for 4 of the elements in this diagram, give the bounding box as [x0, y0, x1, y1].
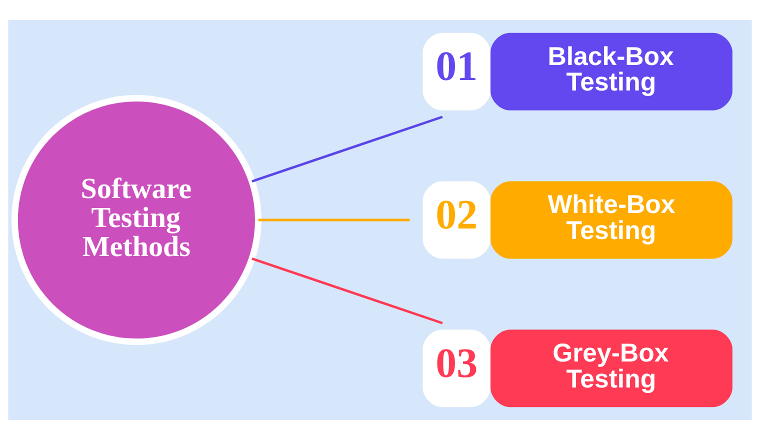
- connector: [258, 218, 410, 222]
- connector: [252, 257, 443, 324]
- connector: [252, 116, 443, 183]
- node-circle: Software Testing Methods: [11, 95, 262, 345]
